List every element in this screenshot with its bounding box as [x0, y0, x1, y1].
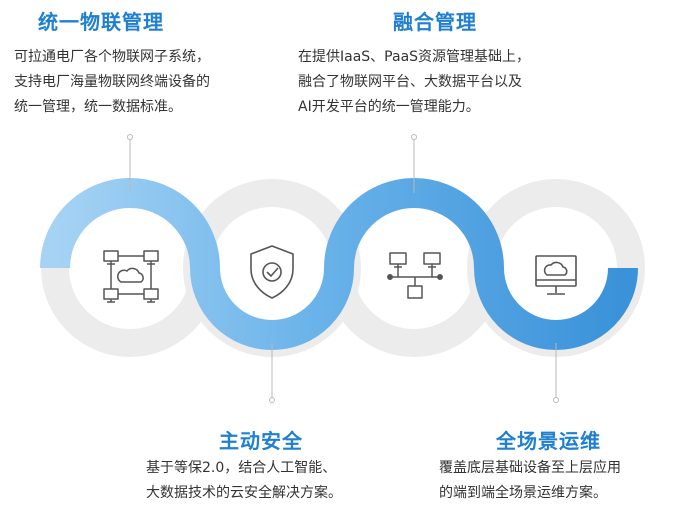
network-topology-icon: [387, 252, 443, 299]
connector-lines: [127, 134, 559, 403]
feature-desc-active-security: 基于等保2.0，结合人工智能、 大数据技术的云安全解决方案。: [146, 460, 342, 501]
cloud-monitor-icon: [535, 255, 577, 295]
cloud-network-icon: [103, 250, 159, 303]
shield-check-icon: [250, 245, 294, 299]
feature-title-unified-iot: 统一物联管理: [38, 10, 164, 34]
feature-desc-unified-iot: 可拉通电厂各个物联网子系统， 支持电厂海量物联网终端设备的 统一管理，统一数据标…: [14, 49, 210, 115]
feature-desc-full-scene-ops: 覆盖底层基础设备至上层应用 的端到端全场景运维方案。: [439, 460, 621, 501]
feature-title-full-scene-ops: 全场景运维: [496, 429, 601, 453]
feature-desc-converged-management: 在提供IaaS、PaaS资源管理基础上， 融合了物联网平台、大数据平台以及 AI…: [298, 49, 531, 115]
feature-title-converged-management: 融合管理: [393, 10, 477, 34]
blue-wave-path: [40, 178, 638, 350]
feature-title-active-security: 主动安全: [219, 429, 303, 453]
